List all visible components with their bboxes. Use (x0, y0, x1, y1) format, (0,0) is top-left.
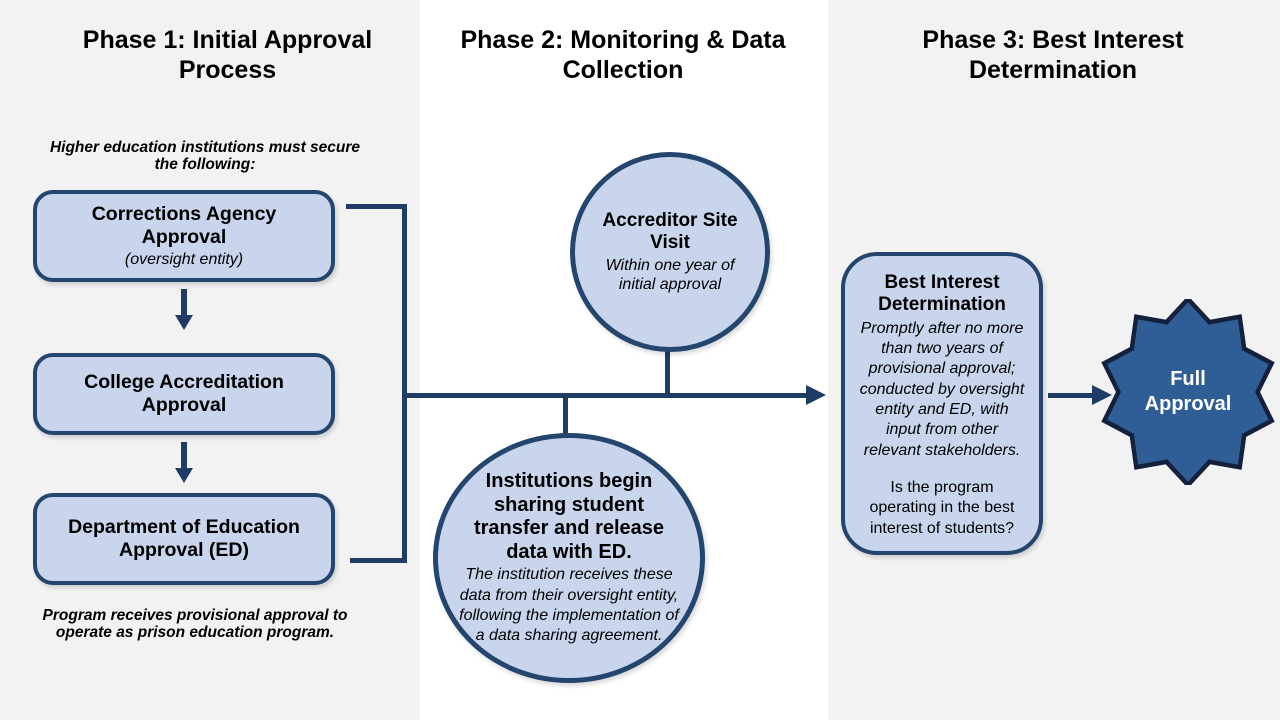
phase1-outro-note: Program receives provisional approval to… (42, 607, 348, 641)
connector-main-horizontal (402, 393, 806, 398)
phase1-title: Phase 1: Initial Approval Process (35, 25, 420, 85)
circle-text: Accreditor Site Visit Within one year of… (590, 210, 750, 294)
corrections-agency-approval-box: Corrections Agency Approval (oversight e… (33, 190, 335, 282)
best-interest-determination-box: Best Interest Determination Promptly aft… (841, 252, 1043, 555)
phase1-title-line2: Process (178, 56, 277, 84)
down-arrow-2-head-icon (175, 468, 193, 483)
phase1-title-line1: Phase 1: Initial Approval (82, 26, 373, 54)
connector-circle1-drop (665, 349, 670, 395)
connector-box3-to-bus (350, 558, 406, 563)
phase3-title: Phase 3: Best Interest Determination (853, 25, 1253, 85)
down-arrow-1-head-icon (175, 315, 193, 330)
phase3-title-line2: Determination (968, 56, 1138, 84)
full-approval-star-label: Full Approval (1100, 299, 1276, 485)
circle-title: Accreditor Site Visit (602, 209, 738, 254)
college-accreditation-approval-box: College Accreditation Approval (33, 353, 335, 435)
data-sharing-circle: Institutions begin sharing student trans… (433, 433, 705, 683)
circle-subtitle: The institution receives these data from… (459, 566, 679, 644)
phase1-intro-note: Higher education institutions must secur… (49, 139, 361, 173)
box-question: Is the program operating in the best int… (869, 479, 1015, 537)
accreditor-site-visit-circle: Accreditor Site Visit Within one year of… (570, 152, 770, 352)
star-label-text: Full Approval (1144, 368, 1232, 415)
box-title: Department of Education Approval (ED) (68, 516, 300, 561)
circle-title: Institutions begin sharing student trans… (473, 470, 665, 563)
ten-point-star-shape (1101, 299, 1275, 485)
connector-box1-to-bus (346, 204, 406, 209)
phase3-title-line1: Phase 3: Best Interest (922, 26, 1184, 54)
department-of-education-approval-box: Department of Education Approval (ED) (33, 493, 335, 585)
box-detail: Promptly after no more than two years of… (859, 319, 1025, 459)
box-title: Corrections Agency Approval (91, 202, 277, 248)
circle-subtitle: Within one year of initial approval (605, 256, 735, 293)
phase2-title: Phase 2: Monitoring & Data Collection (423, 25, 823, 85)
connector-circle2-drop (563, 396, 568, 436)
box-title: Best Interest Determination (878, 272, 1006, 316)
arrow-to-star-stem (1048, 393, 1092, 398)
connector-vertical-bus (402, 204, 407, 563)
down-arrow-2-stem (181, 442, 187, 468)
down-arrow-1-stem (181, 289, 187, 315)
arrow-to-star-head-icon (1092, 385, 1112, 405)
phase2-title-line2: Collection (562, 56, 684, 84)
main-arrow-head-icon (806, 385, 826, 405)
box-subtitle: (oversight entity) (124, 250, 244, 268)
phase2-title-line1: Phase 2: Monitoring & Data (460, 26, 786, 54)
box-title: College Accreditation Approval (84, 371, 284, 416)
